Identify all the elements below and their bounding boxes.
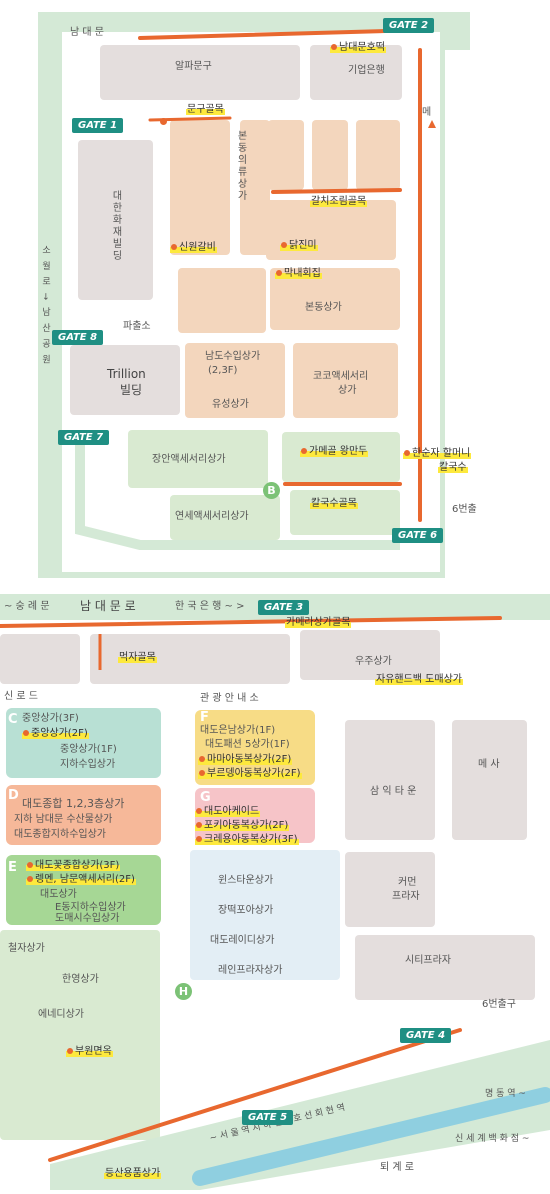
road-label-toegyero: 퇴 계 로 <box>380 1162 414 1173</box>
highlight-jayu-handbag: 자유핸드백 도매상가 <box>375 674 463 685</box>
road-label-sowolro: 소 월 로 → 남 산 공 원 <box>40 245 50 366</box>
building-mesa: 메 사 <box>478 759 500 770</box>
building-woojoo: 우주상가 <box>355 656 392 667</box>
building-enedi: 에네디상가 <box>38 1009 84 1020</box>
highlight-hansonja: 한순자 할머니 <box>403 448 472 459</box>
zone-e-line-5: 도매시수입상가 <box>55 913 120 924</box>
building-yusung: 유성상가 <box>212 399 249 410</box>
highlight-buwon-myeonok: 부원면옥 <box>66 1046 113 1057</box>
highlight-food-alley: 먹자골목 <box>118 652 157 663</box>
highlight-kalguksu-alley: 칼국수골목 <box>310 498 358 509</box>
building-namdo-1: 남도수입상가 <box>205 351 261 362</box>
highlight-mungu-alley: 문구골목 <box>186 104 225 115</box>
highlight-namdaemun-hotteok: 남대문호떡 <box>330 42 386 53</box>
building-trillion-2: 빌딩 <box>120 383 143 397</box>
road-label-namdaemun: 남 대 문 <box>70 27 104 38</box>
road-label-bank: 한 국 은 행 ~ > <box>175 601 245 612</box>
road-label-namdaemunro: 남 대 문 로 <box>80 599 136 613</box>
road-label-shinsegae: 신 세 계 백 화 점 ~ <box>455 1134 530 1144</box>
gate-6-sign: GATE 6 <box>392 528 444 543</box>
highlight-camera-alley: 카메라상가골목 <box>285 617 352 628</box>
zone-c-line-4: 지하수입상가 <box>60 759 116 770</box>
building-winstar: 윈스타운상가 <box>218 875 274 886</box>
building-daedo-lady: 대도레이디상가 <box>210 935 275 946</box>
gate-8-sign: GATE 8 <box>52 330 104 345</box>
exit-6-label: 6번출 <box>452 504 477 515</box>
zone-e-line-3: 대도상가 <box>40 889 77 900</box>
zone-e-line-2: 렝멘, 남문액세서리(2F) <box>26 874 136 885</box>
map-top-shapes <box>38 12 470 578</box>
building-kimyeon-2: 프라자 <box>392 891 420 902</box>
zone-b-marker: B <box>263 482 280 499</box>
gate-3-sign: GATE 3 <box>258 600 310 615</box>
zone-f-line-2: 대도패션 5상가(1F) <box>205 739 290 750</box>
zone-d-line-1: 대도종합 1,2,3층상가 <box>22 797 125 810</box>
building-bank: 기업은행 <box>348 65 385 76</box>
zone-g-line-2: 포키아동복상가(2F) <box>195 820 290 831</box>
building-rain-plaza: 레인프라자상가 <box>218 965 283 976</box>
building-bondong: 본동상가 <box>305 302 342 313</box>
building-alpha: 알파문구 <box>175 61 212 72</box>
zone-g-line-1: 대도아케이드 <box>195 806 261 817</box>
police-box: 파출소 <box>123 321 151 332</box>
building-samik: 삼 익 타 운 <box>370 786 417 797</box>
building-namdo-2: (2,3F) <box>208 365 238 376</box>
myeongdong-label: 명 동 역 ~ <box>485 1089 526 1099</box>
zone-f-letter: F <box>200 710 209 725</box>
zone-f-line-1: 대도은남상가(1F) <box>200 725 276 736</box>
zone-c-line-1: 중앙상가(3F) <box>22 713 79 724</box>
zone-c-line-3: 중앙상가(1F) <box>60 744 117 755</box>
building-coco-2: 상가 <box>338 385 357 396</box>
zone-d-line-3: 대도종합지하수입상가 <box>14 829 106 840</box>
building-jangmyeon: 장떡포아상가 <box>218 905 274 916</box>
zone-e-line-4: E동지하수입상가 <box>55 902 126 913</box>
building-kimyeon-1: 커먼 <box>398 877 417 888</box>
zone-g-letter: G <box>200 790 211 805</box>
building-coco-1: 코코액세서리 <box>313 371 369 382</box>
building-yeonse: 연세액세서리상가 <box>175 511 249 522</box>
zone-f-line-4: 부르뎅아동복상가(2F) <box>198 768 302 779</box>
building-city-plaza: 시티프라자 <box>405 955 451 966</box>
highlight-dakjinmi: 닭진미 <box>280 240 318 251</box>
zone-e-line-1: 대도꽃종합상가(3F) <box>26 860 121 871</box>
building-trillion-1: Trillion <box>107 367 146 381</box>
highlight-galchi-alley: 갈치조림골목 <box>310 196 368 207</box>
marker-mungu <box>160 118 167 125</box>
highlight-deungsan: 등산용품상가 <box>104 1168 162 1179</box>
highlight-gamaeul-mandu: 가메골 왕만두 <box>300 446 369 457</box>
highlight-sinwon-galbi: 신원갈비 <box>170 242 217 253</box>
road-label-right: 메 <box>422 107 432 118</box>
zone-d-letter: D <box>8 788 19 803</box>
map-top-section: 남 대 문 소 월 로 → 남 산 공 원 메 GATE 1 GATE 2 GA… <box>0 0 550 578</box>
zone-h-marker: H <box>175 983 192 1000</box>
building-hanyeong: 한영상가 <box>62 974 99 985</box>
building-cheolja: 철자상가 <box>8 943 45 954</box>
zone-e-letter: E <box>8 860 17 875</box>
gate-7-sign: GATE 7 <box>58 430 110 445</box>
tourist-info: 관 광 안 내 소 <box>200 693 259 704</box>
building-jangan: 장안액세서리상가 <box>152 454 226 465</box>
road-label-sungnyemun: ~ 숭 례 문 <box>4 601 50 612</box>
zone-d-line-2: 지하 남대문 수산물상가 <box>14 814 113 825</box>
highlight-makne-hoejip: 막내회집 <box>275 268 322 279</box>
map-bottom-section: ~ 숭 례 문 남 대 문 로 한 국 은 행 ~ > 신 로 드 퇴 계 로 … <box>0 590 550 1194</box>
map-bottom-shapes <box>0 594 550 1190</box>
zone-c-letter: C <box>8 712 18 727</box>
zone-g-line-3: 크레용아동복상가(3F) <box>195 834 299 845</box>
gate-1-sign: GATE 1 <box>72 118 124 133</box>
exit-6-label-2: 6번출구 <box>482 999 516 1010</box>
gate-4-sign: GATE 4 <box>400 1028 452 1043</box>
gate-5-sign: GATE 5 <box>242 1110 294 1125</box>
highlight-kalguksu: 칼국수 <box>438 462 468 473</box>
zone-c-line-2: 중앙상가(2F) <box>22 728 89 739</box>
zone-f-line-3: 마마아동복상가(2F) <box>198 754 293 765</box>
building-daehan: 대한화재빌딩 <box>110 190 121 262</box>
building-bondong-vertical: 본동의류상가 <box>235 130 246 202</box>
road-label-sinro: 신 로 드 <box>4 691 38 702</box>
gate-2-sign: GATE 2 <box>383 18 435 33</box>
